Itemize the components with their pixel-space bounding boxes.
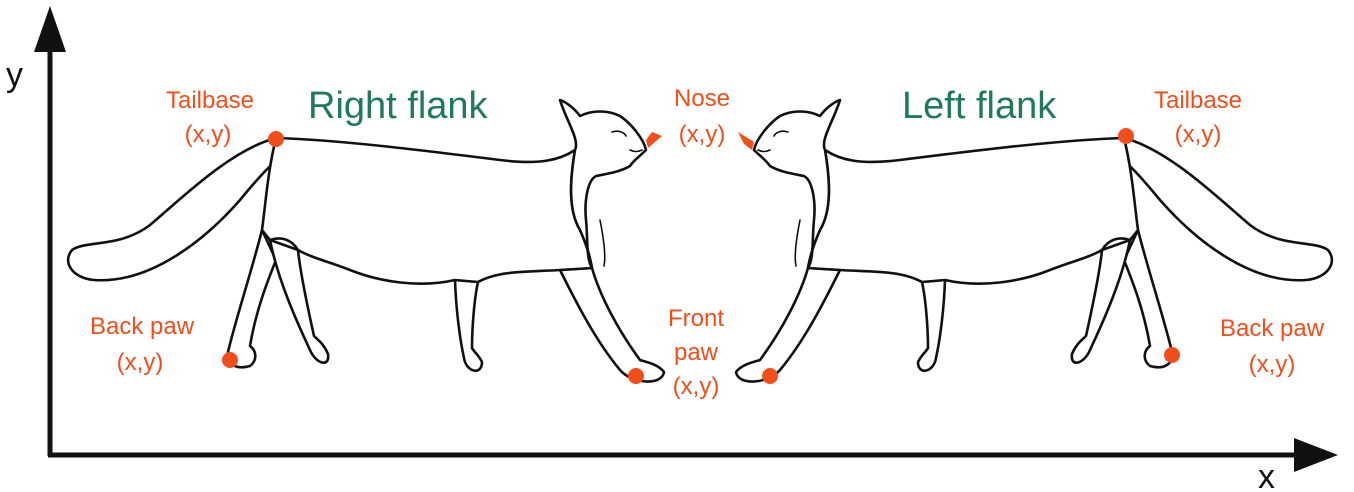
cat-left-flank-icon	[734, 98, 1334, 383]
nose-arrows	[646, 132, 754, 150]
keypoint-dot-icon	[268, 131, 284, 147]
label-tailbase-left: Tailbase (x,y)	[1154, 87, 1242, 148]
label-tailbase-right: Tailbase (x,y)	[166, 87, 254, 148]
keypoints	[222, 128, 1180, 384]
x-axis-arrow-icon	[1294, 438, 1338, 472]
label-coords: (x,y)	[1175, 121, 1222, 148]
keypoint-dot-icon	[222, 352, 238, 368]
keypoint-dot-icon	[1164, 347, 1180, 363]
label-coords: (x,y)	[679, 121, 726, 148]
label-coords: (x,y)	[673, 373, 720, 400]
label-name: Tailbase	[166, 87, 254, 114]
cat-right-flank-icon	[66, 98, 666, 383]
keypoint-dot-icon	[762, 368, 778, 384]
pointer-arrow-icon	[738, 132, 754, 150]
label-coords: (x,y)	[117, 349, 164, 376]
label-name: Tailbase	[1154, 87, 1242, 114]
label-nose: Nose (x,y)	[674, 85, 730, 148]
label-line2: paw	[674, 339, 719, 366]
right-flank-title: Right flank	[308, 85, 489, 127]
pointer-arrow-icon	[646, 132, 662, 148]
left-flank-title: Left flank	[902, 85, 1057, 127]
label-coords: (x,y)	[1249, 351, 1296, 378]
label-line1: Front	[668, 305, 724, 332]
label-back-paw-left: Back paw (x,y)	[1220, 315, 1325, 378]
y-axis-arrow-icon	[34, 6, 66, 52]
keypoint-dot-icon	[628, 368, 644, 384]
label-back-paw-right: Back paw (x,y)	[90, 313, 195, 376]
keypoint-dot-icon	[1118, 128, 1134, 144]
label-name: Nose	[674, 85, 730, 112]
x-axis-label: x	[1258, 458, 1275, 492]
y-axis-label: y	[6, 56, 23, 94]
label-coords: (x,y)	[185, 121, 232, 148]
label-name: Back paw	[1220, 315, 1325, 342]
axes: y x	[6, 6, 1338, 492]
label-name: Back paw	[90, 313, 195, 340]
label-front-paw: Front paw (x,y)	[668, 305, 724, 400]
